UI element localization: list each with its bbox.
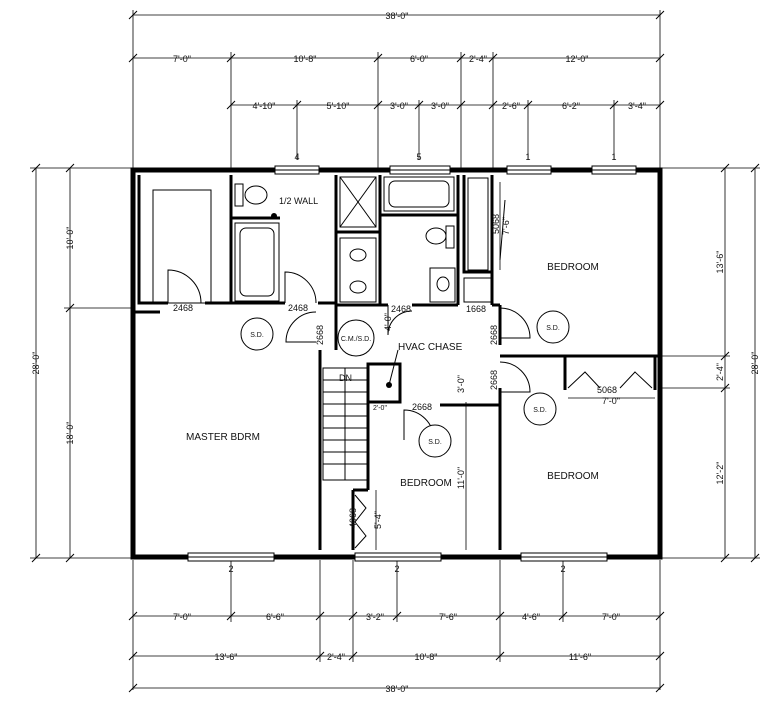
dim-top-4: 2'-4" (469, 54, 487, 64)
door-tag: 2668 (489, 325, 499, 345)
dim-bot2-2: 2'-4" (327, 652, 345, 662)
dim-top2-7: 3'-4" (628, 101, 646, 111)
window-tag: 1 (611, 152, 616, 162)
dim-bot-6: 7'-0" (602, 612, 620, 622)
dim-top2-5: 2'-6" (502, 101, 520, 111)
dim-bot2-4: 11'-6" (569, 652, 591, 662)
dim-bot-2: 6'-6" (266, 612, 284, 622)
sd-label: S.D. (546, 325, 560, 332)
hvac-label: HVAC CHASE (398, 342, 463, 353)
dim-top2-2: 5'-10" (327, 101, 350, 111)
dim-bot-5: 4'-6" (522, 612, 540, 622)
interior-walls (133, 175, 660, 550)
window-tags: 4 5 1 1 2 2 2 (228, 152, 616, 574)
dim-top2-3: 3'-0" (390, 101, 408, 111)
room-label-bedroom-ne: BEDROOM (547, 262, 599, 273)
door-tag: 1668 (466, 304, 486, 314)
annotation-labels: 1/2 WALL HVAC CHASE DN 2468 2468 2468 16… (173, 196, 620, 529)
co-smoke-detector-icon (337, 319, 375, 357)
door-tag: 5068 (597, 385, 617, 395)
interior-dim: 4'-0" (383, 313, 393, 331)
window-tag: 2 (228, 564, 233, 574)
window-tag: 1 (525, 152, 530, 162)
room-label-bedroom-center: BEDROOM (400, 478, 452, 489)
dim-top-3: 6'-0" (410, 54, 428, 64)
sd-label: S.D. (533, 407, 547, 414)
smoke-detector-icon (523, 392, 557, 426)
dim-right-overall: 28'-0" (750, 352, 760, 375)
dim-bot-1: 7'-0" (173, 612, 191, 622)
exterior-walls (130, 165, 663, 562)
smoke-detector-icon (240, 317, 274, 351)
dim-bot-4: 7'-6" (439, 612, 457, 622)
dimension-labels: 38'-0" 7'-0" 10'-8" 6'-0" 2'-4" 12'-0" 4… (31, 11, 760, 694)
dim-bot2-3: 10'-8" (415, 652, 438, 662)
door-tag: 2668 (315, 325, 325, 345)
interior-dimension-lines (375, 182, 655, 550)
smoke-detector-labels: S.D. C.M./S.D. S.D. S.D. S.D. (250, 325, 560, 446)
door-tag: 4068 (348, 508, 358, 528)
dim-left-2: 18'-0" (65, 422, 75, 445)
dim-top2-4: 3'-0" (431, 101, 449, 111)
room-label-bedroom-se: BEDROOM (547, 471, 599, 482)
window-tag: 2 (394, 564, 399, 574)
door-tag: 2668 (412, 402, 432, 412)
room-label-master: MASTER BDRM (186, 432, 260, 443)
half-wall-marker-icon (271, 213, 277, 219)
sd-label: S.D. (428, 439, 442, 446)
sd-label: S.D. (250, 332, 264, 339)
dim-top2-6: 6'-2" (562, 101, 580, 111)
room-labels: MASTER BDRM BEDROOM BEDROOM BEDROOM (186, 262, 599, 489)
interior-dim: 2'-0" (373, 405, 387, 412)
dim-right-1: 13'-6" (715, 251, 725, 274)
dim-bot-3: 3'-2" (366, 612, 384, 622)
dim-top-overall: 38'-0" (386, 11, 409, 21)
dim-bottom-overall: 38'-0" (386, 684, 409, 694)
dim-bot2-1: 13'-6" (215, 652, 238, 662)
interior-dim: 7'-0" (602, 396, 620, 406)
dim-left-1: 10'-0" (65, 227, 75, 250)
door-tag: 2668 (489, 370, 499, 390)
interior-dim: 11'-0" (456, 467, 466, 489)
door-tag: 5068 (491, 214, 501, 234)
interior-dim: 5'-4" (373, 511, 383, 529)
door-tag: 2468 (173, 303, 193, 313)
dim-right-2: 2'-4" (715, 363, 725, 381)
smoke-detectors (240, 310, 570, 458)
window-tag: 5 (416, 152, 421, 162)
dim-top2-1: 4'-10" (253, 101, 276, 111)
window-tag: 4 (294, 152, 299, 162)
dim-top-5: 12'-0" (566, 54, 589, 64)
interior-dim: 7'-6" (501, 217, 511, 235)
dim-left-overall: 28'-0" (31, 352, 41, 375)
half-wall-label: 1/2 WALL (279, 196, 318, 206)
interior-dim: 3'-0" (456, 375, 466, 393)
dim-right-3: 12'-2" (715, 462, 725, 485)
stair-dn-label: DN (339, 373, 352, 383)
smoke-detector-icon (536, 310, 570, 344)
smoke-detector-icon (418, 424, 452, 458)
window-tag: 2 (560, 564, 565, 574)
door-tag: 2468 (391, 304, 411, 314)
door-tag: 2468 (288, 303, 308, 313)
dimension-lines (30, 10, 760, 693)
fixtures (152, 176, 653, 549)
dim-top-2: 10'-8" (294, 54, 317, 64)
dim-top-1: 7'-0" (173, 54, 191, 64)
cmsd-label: C.M./S.D. (341, 336, 371, 343)
